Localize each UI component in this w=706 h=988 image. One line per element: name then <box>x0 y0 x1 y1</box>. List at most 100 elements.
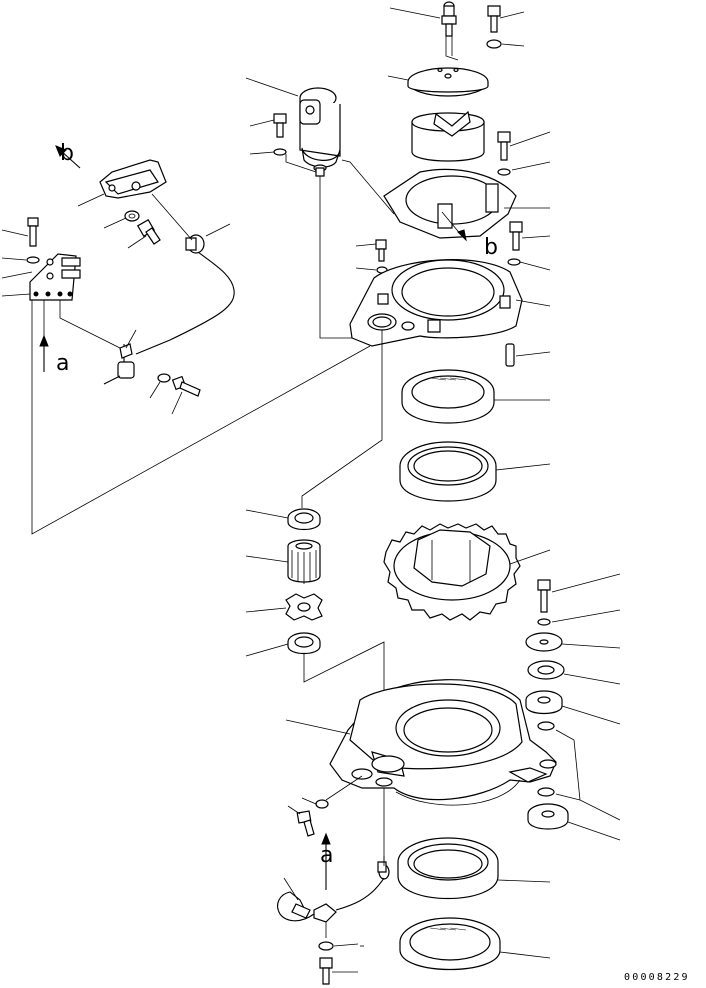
leader-breather <box>390 8 440 18</box>
bearing-race-bottom <box>400 918 500 970</box>
leader-washer-shim <box>552 610 620 622</box>
leader-shim-group <box>556 730 620 820</box>
leader-lower-case <box>286 720 350 734</box>
bearing-seal <box>400 442 496 501</box>
leader-washer-sensor <box>150 382 160 398</box>
link-bracket-sensor <box>60 300 126 352</box>
leader-hose <box>206 224 230 236</box>
bolt-harness <box>320 958 332 984</box>
leader-bolt-left-1 <box>128 236 146 248</box>
shim-small-2 <box>538 788 554 796</box>
washer-harness <box>319 942 333 950</box>
leader-top-cover <box>388 76 408 80</box>
dowel-pin <box>506 344 514 366</box>
view-label-a-left: a <box>56 351 69 376</box>
leader-spacer-ring <box>568 822 620 840</box>
top-cover-plate <box>408 68 488 96</box>
shim-plate-3 <box>526 691 562 714</box>
washer-shim <box>538 619 550 625</box>
leader-dowel-pin <box>516 352 550 356</box>
leader-bolt-bracket <box>2 230 28 236</box>
leader-speed-sensor <box>126 330 136 348</box>
sensor-connector <box>336 862 389 910</box>
view-a-arrowhead-left <box>40 336 48 346</box>
bolt-case-right <box>510 222 522 250</box>
bracket-b-cover <box>100 160 166 198</box>
bolt-sensor <box>173 377 200 396</box>
leader-bolt-motor <box>250 120 274 126</box>
leader-bolt-cover-top <box>500 12 524 18</box>
bolt-coupling <box>498 132 510 160</box>
leader-bolt-case-right <box>522 236 550 238</box>
leader-washer-case-bottom <box>302 798 316 804</box>
shim-plate-2 <box>528 661 564 679</box>
leader-washer-motor <box>250 152 274 154</box>
link-housing-bearing <box>302 330 382 508</box>
leader-relief-valve <box>246 78 298 96</box>
leader-bearing-lower <box>498 880 550 882</box>
link-bracket-case <box>32 300 370 534</box>
leader-bolt-sensor <box>172 392 182 414</box>
shim-plate-1 <box>526 633 562 651</box>
leader-bolt-shim <box>552 574 620 592</box>
leader-oil-seal-lower <box>246 644 288 656</box>
leader-bolt-case-left <box>356 244 376 246</box>
washer-case-right <box>508 259 520 265</box>
leader-shim-1 <box>562 644 620 648</box>
leader-bracket-cover <box>78 194 104 206</box>
leader-pinion-gear <box>246 556 288 562</box>
bolt-shim <box>538 580 550 612</box>
washer-bracket-left <box>27 257 39 263</box>
breather-plug <box>442 2 458 60</box>
leader-shim-3 <box>562 706 620 724</box>
leader-bearing-race-bottom <box>500 952 550 958</box>
leader-washer-cover-top <box>502 44 524 46</box>
leader-bearing-seal <box>496 464 550 470</box>
link-washer-motor <box>286 154 316 172</box>
pinion-gear <box>288 540 320 584</box>
washer-coupling <box>498 169 510 175</box>
leader-washer-case-right <box>520 262 550 270</box>
oil-seal-lower <box>288 633 320 654</box>
view-b-arrowhead <box>56 146 66 156</box>
link-plate-motor <box>342 160 394 214</box>
leader-washer-left <box>104 218 126 228</box>
leader-washer-harness <box>334 944 358 946</box>
leader-upper-housing <box>516 300 550 306</box>
washer-left <box>125 211 139 221</box>
sensor-bracket <box>30 254 80 300</box>
relief-valve-motor <box>300 88 340 176</box>
bolt-motor <box>274 114 286 137</box>
leader-ring-gear <box>510 550 550 564</box>
bolt-cover-top <box>488 6 500 32</box>
view-a-arrowhead-bottom <box>322 834 330 844</box>
sensor-harness <box>278 892 336 922</box>
leader-washer-case-left <box>356 268 376 270</box>
leader-star-plate <box>246 608 286 612</box>
view-label-a-bottom: a <box>320 843 333 868</box>
spacer-ring <box>528 804 568 829</box>
motor-mount-plate <box>384 169 516 240</box>
lower-case <box>330 680 556 805</box>
ring-gear <box>384 524 520 620</box>
upper-housing <box>350 260 522 346</box>
hose-fitting <box>136 235 234 354</box>
leader-bolt-coupling <box>510 132 550 146</box>
bolt-case-left <box>376 240 386 261</box>
leader-bracket-nut <box>2 272 32 278</box>
leader-washer-coupling <box>512 162 550 170</box>
bolt-case-bottom <box>297 811 314 836</box>
speed-sensor <box>104 344 134 384</box>
link-bracket-hose <box>152 194 192 240</box>
leader-washer-bracket <box>2 258 26 260</box>
view-label-b-mid: b <box>484 235 498 260</box>
drawing-code: 00008229 <box>624 972 690 983</box>
bolt-left-1 <box>138 220 160 244</box>
bolt-bracket-left <box>28 218 38 246</box>
washer-sensor <box>158 374 170 382</box>
coupling-block <box>412 112 484 161</box>
link-case-washer <box>326 776 362 800</box>
washer-motor <box>274 149 286 155</box>
leader-sensor-bracket <box>2 294 30 296</box>
